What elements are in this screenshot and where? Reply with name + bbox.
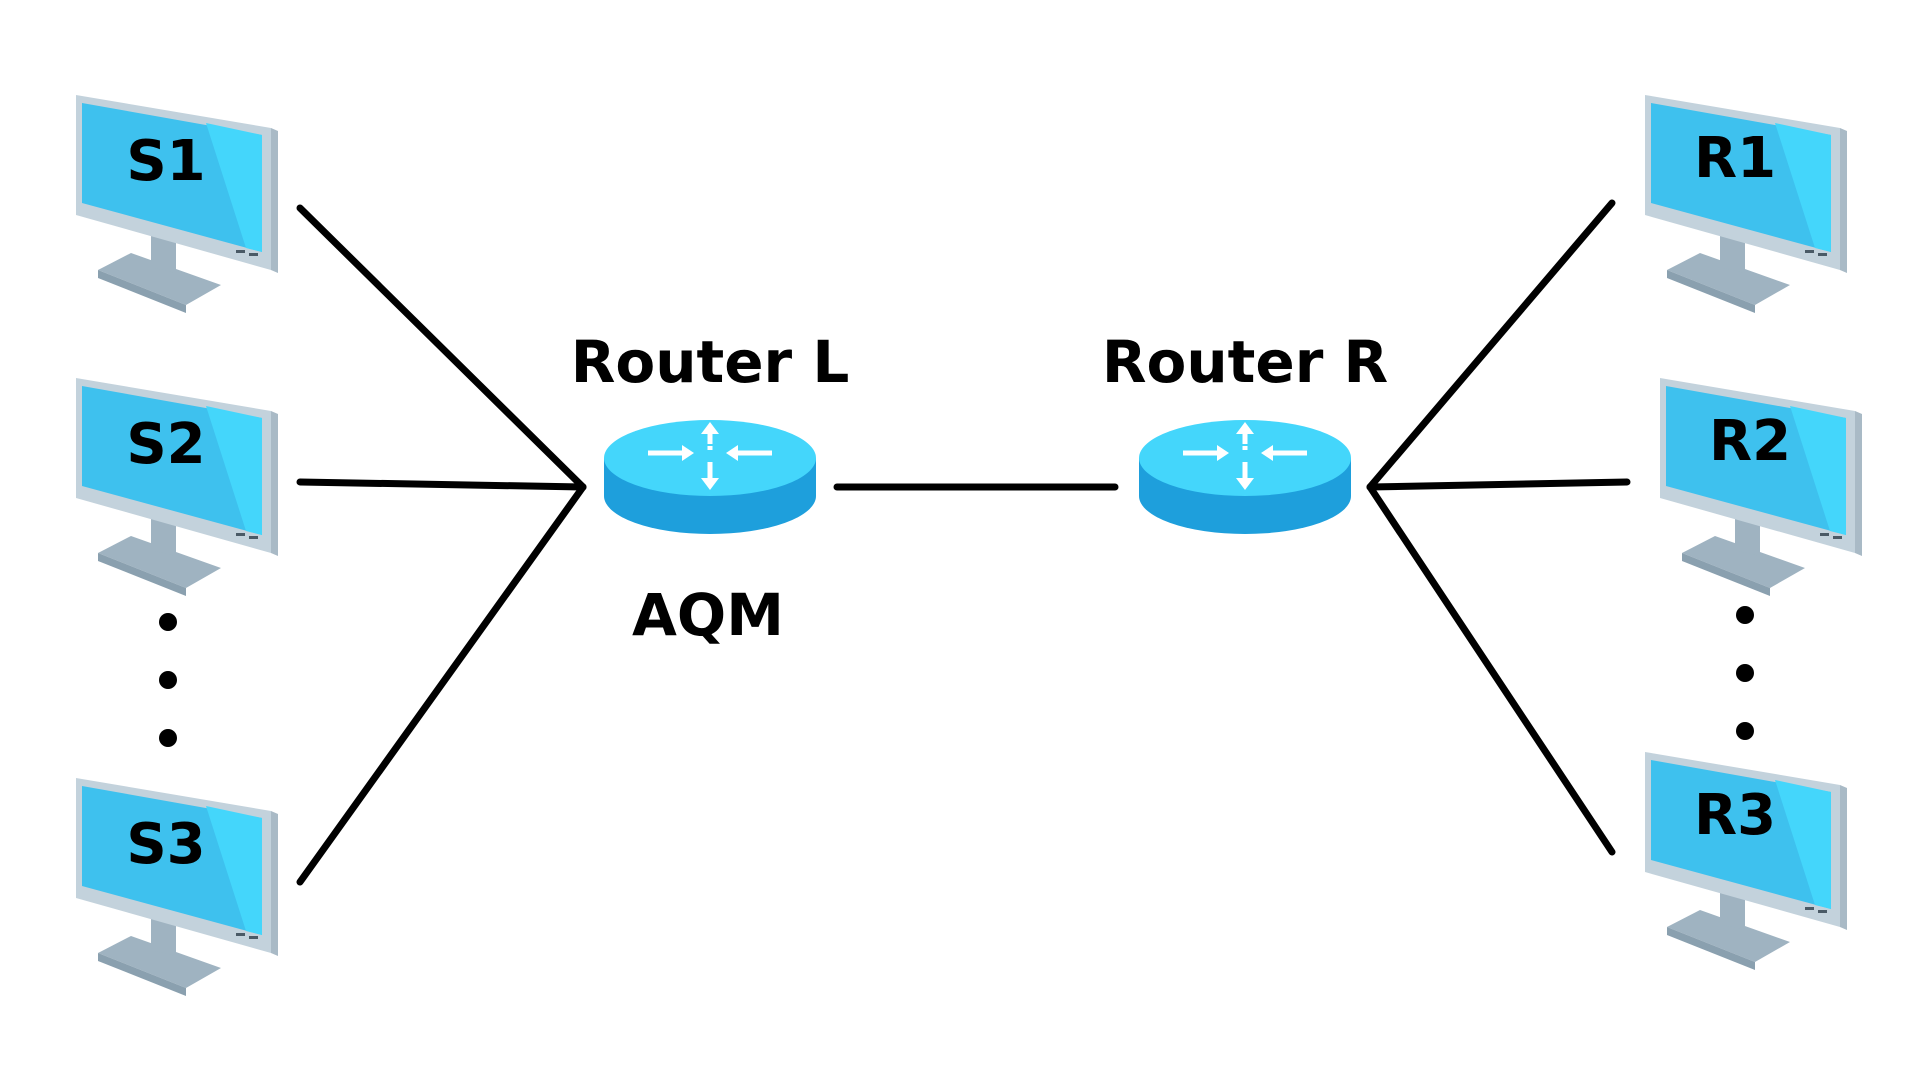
desktop-computer-icon <box>76 95 278 313</box>
host-s2: S2 <box>76 378 278 596</box>
link-s3-router-l <box>296 483 587 886</box>
router-r-label: Router R <box>1102 328 1388 396</box>
desktop-computer-icon <box>76 778 278 996</box>
router-icon <box>604 420 816 534</box>
host-label: R2 <box>1709 409 1791 474</box>
aqm-label: AQM <box>632 581 784 649</box>
link-router-r-r1 <box>1366 199 1616 491</box>
host-label: S3 <box>126 812 205 877</box>
desktop-computer-icon <box>76 378 278 596</box>
host-r3: R3 <box>1645 752 1847 970</box>
sender-ellipsis <box>159 613 177 747</box>
host-label: S2 <box>126 412 205 477</box>
host-s1: S1 <box>76 95 278 313</box>
link-s1-router-l <box>296 204 587 491</box>
host-r1: R1 <box>1645 95 1847 313</box>
router-icon <box>1139 420 1351 534</box>
link-s2-router-l <box>296 478 587 491</box>
links <box>296 199 1631 886</box>
host-label: R3 <box>1694 783 1776 848</box>
router-r: Router R <box>1102 328 1388 534</box>
link-router-r-r3 <box>1366 483 1616 856</box>
host-label: R1 <box>1694 126 1776 191</box>
host-r2: R2 <box>1660 378 1862 596</box>
host-s3: S3 <box>76 778 278 996</box>
router-l: Router L AQM <box>571 328 850 649</box>
link-router-r-r2 <box>1366 478 1631 491</box>
router-l-label: Router L <box>571 328 850 396</box>
host-label: S1 <box>126 129 205 194</box>
receiver-ellipsis <box>1736 606 1754 740</box>
